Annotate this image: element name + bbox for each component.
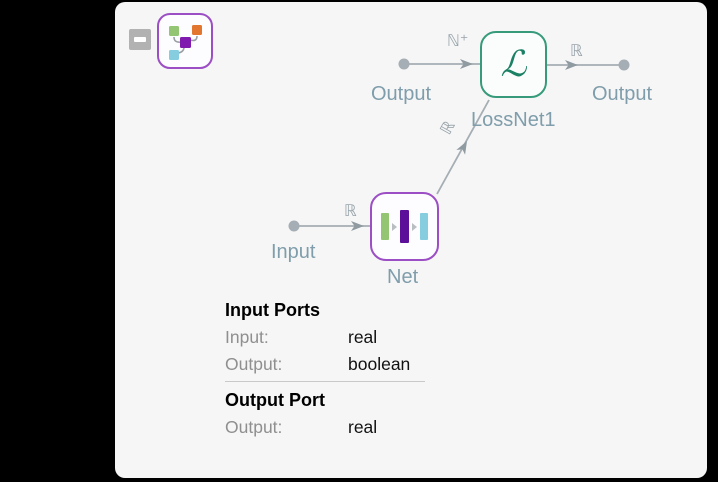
port-label-input: Input — [271, 241, 316, 263]
port-name: Output: — [225, 354, 283, 374]
arrowhead — [565, 60, 578, 70]
table-row: Input: real — [225, 324, 455, 351]
table-row: Output: boolean — [225, 351, 455, 378]
port-type-value: real — [348, 417, 378, 437]
table-row: Output: real — [225, 414, 455, 441]
table-divider — [225, 381, 425, 382]
port-dot-input — [288, 220, 300, 232]
type-label-nplus: ℕ⁺ — [447, 31, 469, 50]
output-port-title: Output Port — [225, 390, 325, 410]
diagram-panel: ℒ LossNet1 Net Output Output Input ℕ⁺ ℝ … — [115, 2, 707, 478]
collapse-button[interactable] — [129, 29, 151, 50]
node-net[interactable] — [370, 192, 439, 261]
layer-arrow-icon — [412, 222, 417, 231]
minus-icon — [134, 37, 146, 42]
layer-arrow-icon — [392, 222, 397, 231]
netgraph-icon[interactable] — [157, 13, 213, 69]
ports-table: Input Ports Input: real Output: boolean … — [225, 299, 455, 441]
port-dot-right-output — [618, 59, 630, 71]
net-layer-bar-icon — [381, 213, 389, 240]
node-label-lossnet1: LossNet1 — [471, 109, 556, 131]
net-layer-bar-icon — [420, 213, 428, 240]
port-name: Output: — [225, 417, 283, 437]
input-ports-title: Input Ports — [225, 300, 320, 320]
arrowhead — [351, 221, 364, 231]
port-name: Input: — [225, 327, 269, 347]
arrowhead — [460, 59, 473, 69]
port-type-value: real — [348, 327, 378, 347]
type-label-real-input: ℝ — [344, 201, 357, 220]
port-label-output-left: Output — [371, 83, 432, 105]
node-lossnet1[interactable]: ℒ — [480, 31, 547, 98]
loss-glyph-icon: ℒ — [500, 43, 527, 85]
net-layer-bar-icon — [400, 210, 409, 243]
node-label-net: Net — [387, 266, 419, 288]
port-type-value: boolean — [348, 354, 411, 374]
type-label-real-right: ℝ — [570, 41, 583, 60]
netgraph-icon-art — [169, 25, 202, 60]
port-dot-left-output — [398, 58, 410, 70]
port-label-output-right: Output — [592, 83, 653, 105]
arrowhead — [456, 141, 467, 155]
type-label-real-internal: ℝ — [435, 117, 459, 138]
